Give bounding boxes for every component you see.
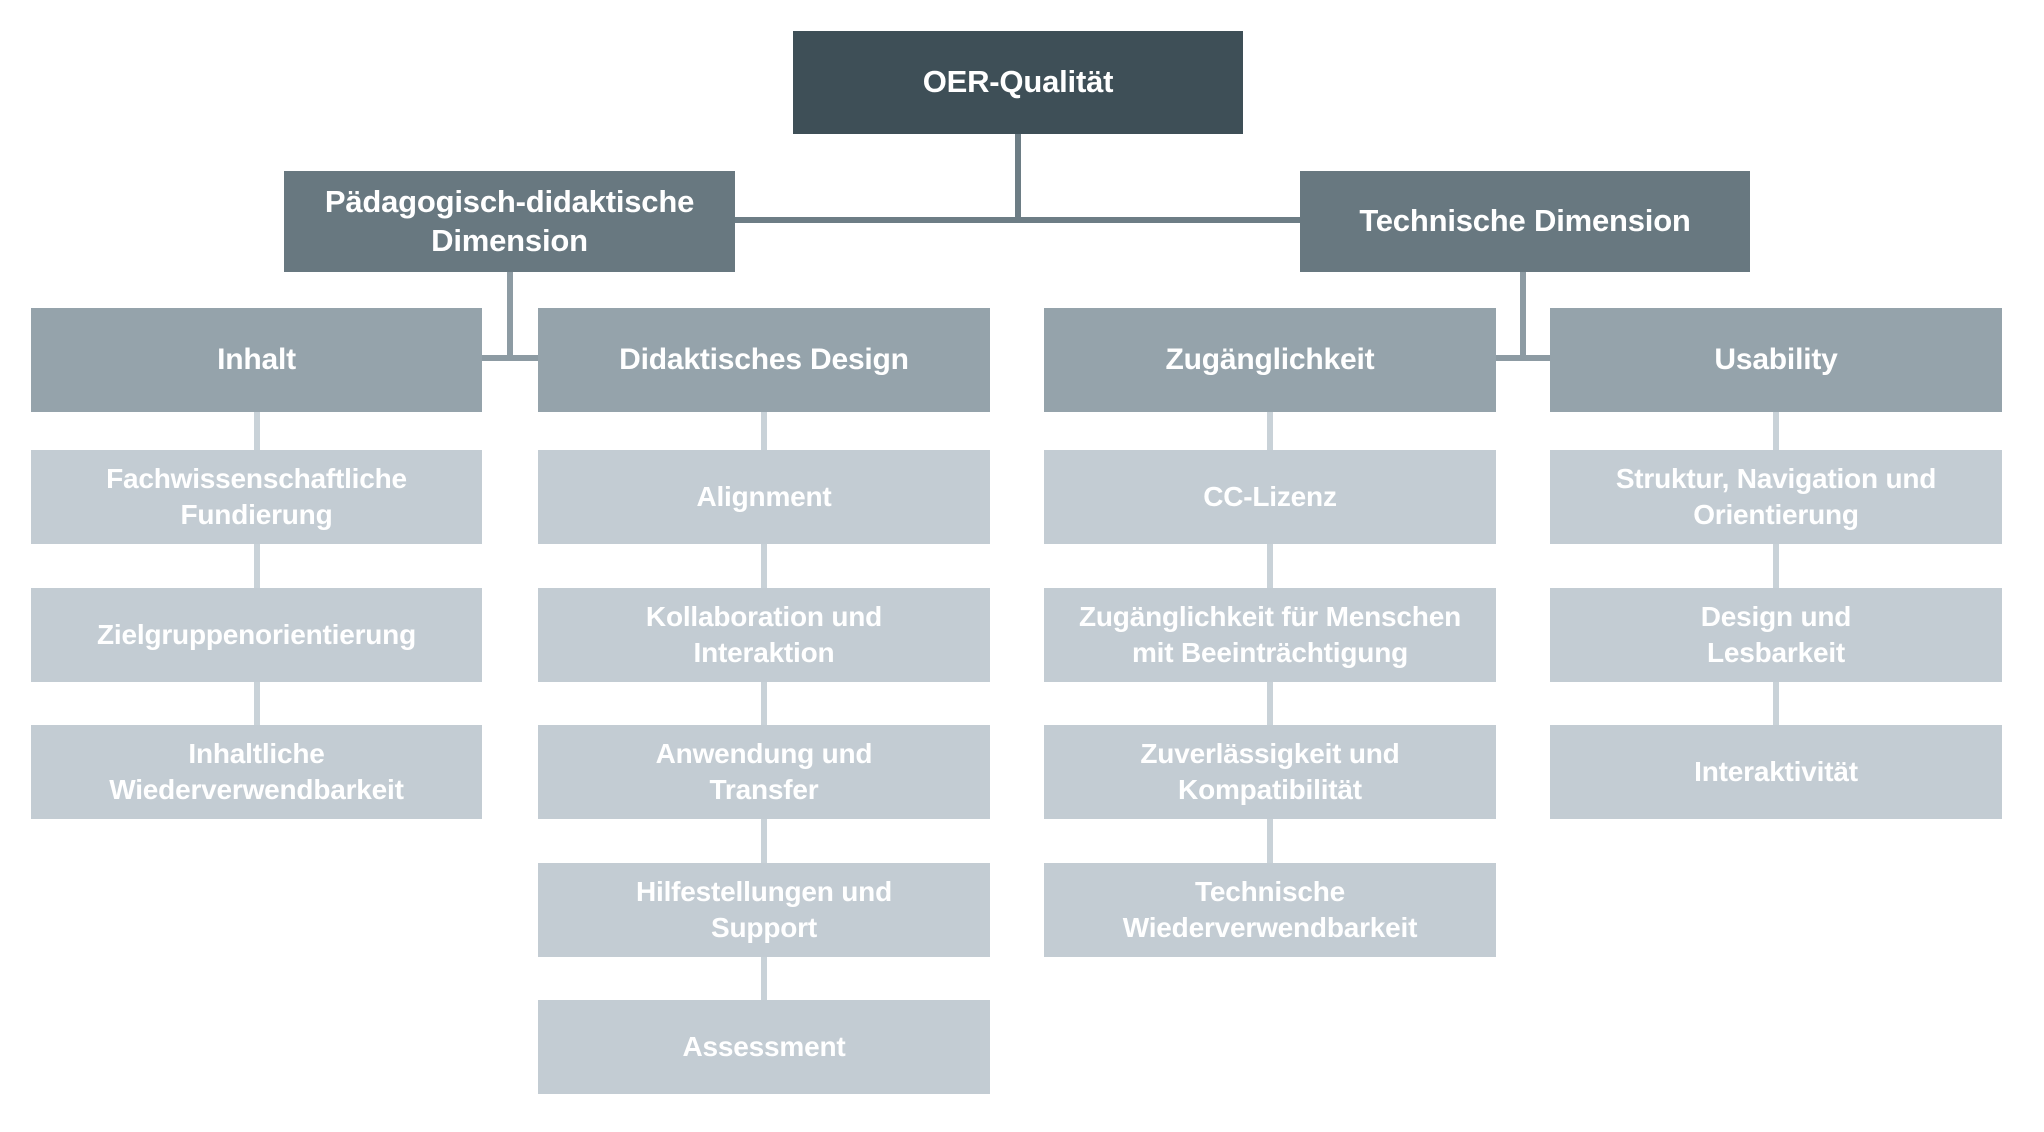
- connector-dim2-vertical: [1520, 272, 1526, 360]
- connector-root-horizontal: [735, 217, 1301, 223]
- category-node-usability: Usability: [1550, 308, 2002, 412]
- item-node: Kollaboration und Interaktion: [538, 588, 990, 682]
- item-node: Zuverlässigkeit und Kompatibilität: [1044, 725, 1496, 819]
- connector-dim1-horizontal: [482, 355, 538, 361]
- category-node-didaktisches-design: Didaktisches Design: [538, 308, 990, 412]
- connector-dim1-vertical: [507, 272, 513, 360]
- item-node: Zielgruppenorientierung: [31, 588, 482, 682]
- connector-column-inhalt: [254, 412, 260, 742]
- root-node: OER-Qualität: [793, 31, 1243, 134]
- item-node: Alignment: [538, 450, 990, 544]
- item-node: Design und Lesbarkeit: [1550, 588, 2002, 682]
- category-node-inhalt: Inhalt: [31, 308, 482, 412]
- item-node: Inhaltliche Wiederverwendbarkeit: [31, 725, 482, 819]
- connector-dim2-horizontal: [1496, 355, 1550, 361]
- category-node-zugaenglichkeit: Zugänglichkeit: [1044, 308, 1496, 412]
- item-node: Zugänglichkeit für Menschen mit Beeinträ…: [1044, 588, 1496, 682]
- item-node: Fachwissenschaftliche Fundierung: [31, 450, 482, 544]
- item-node: Struktur, Navigation und Orientierung: [1550, 450, 2002, 544]
- item-node: CC-Lizenz: [1044, 450, 1496, 544]
- dimension-node-technisch: Technische Dimension: [1300, 171, 1750, 272]
- item-node: Interaktivität: [1550, 725, 2002, 819]
- item-node: Technische Wiederverwendbarkeit: [1044, 863, 1496, 957]
- item-node: Assessment: [538, 1000, 990, 1094]
- connector-root-vertical: [1015, 134, 1021, 222]
- connector-column-usability: [1773, 412, 1779, 742]
- item-node: Hilfestellungen und Support: [538, 863, 990, 957]
- dimension-node-paedagogisch-didaktisch: Pädagogisch-didaktische Dimension: [284, 171, 735, 272]
- item-node: Anwendung und Transfer: [538, 725, 990, 819]
- connector-column-didaktisches-design: [761, 412, 767, 1017]
